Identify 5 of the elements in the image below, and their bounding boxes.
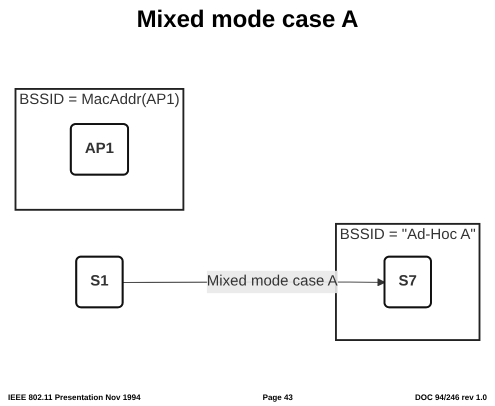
title: Mixed mode case A [136, 6, 360, 34]
footer-text: Page 43 [262, 393, 293, 402]
footer-text: IEEE 802.11 Presentation Nov 1994 [8, 393, 141, 402]
edge-label: Mixed mode case A [206, 274, 338, 290]
footer-text: DOC 94/246 rev 1.0 [414, 393, 487, 402]
